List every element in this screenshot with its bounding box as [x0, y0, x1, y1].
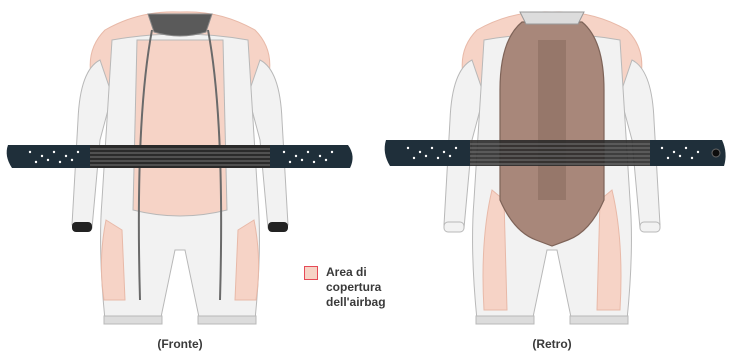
- back-suit-figure: [372, 0, 731, 340]
- front-collar: [148, 14, 212, 36]
- back-belt-buckle: [712, 149, 720, 157]
- back-belt-left-strap: [385, 140, 470, 166]
- back-caption: (Retro): [512, 337, 592, 351]
- front-right-cuff: [268, 222, 288, 232]
- back-right-leg-hem: [570, 316, 628, 324]
- front-belt-left-strap: [7, 145, 90, 168]
- back-left-cuff: [444, 222, 464, 232]
- back-protector-spine: [538, 40, 566, 200]
- back-right-cuff: [640, 222, 660, 232]
- front-right-leg-hem: [198, 316, 256, 324]
- front-right-hip-airbag: [235, 220, 259, 300]
- back-suit-illustration: [372, 0, 731, 340]
- front-left-leg-hem: [104, 316, 162, 324]
- airbag-legend-swatch: [304, 266, 318, 280]
- front-left-hip-airbag: [101, 220, 125, 300]
- front-belt-right-strap: [270, 145, 353, 168]
- front-caption: (Fronte): [140, 337, 220, 351]
- back-left-leg-hem: [476, 316, 534, 324]
- airbag-legend: Area di copertura dell'airbag: [304, 265, 406, 310]
- airbag-legend-label: Area di copertura dell'airbag: [326, 265, 406, 310]
- back-collar: [520, 12, 584, 24]
- front-left-cuff: [72, 222, 92, 232]
